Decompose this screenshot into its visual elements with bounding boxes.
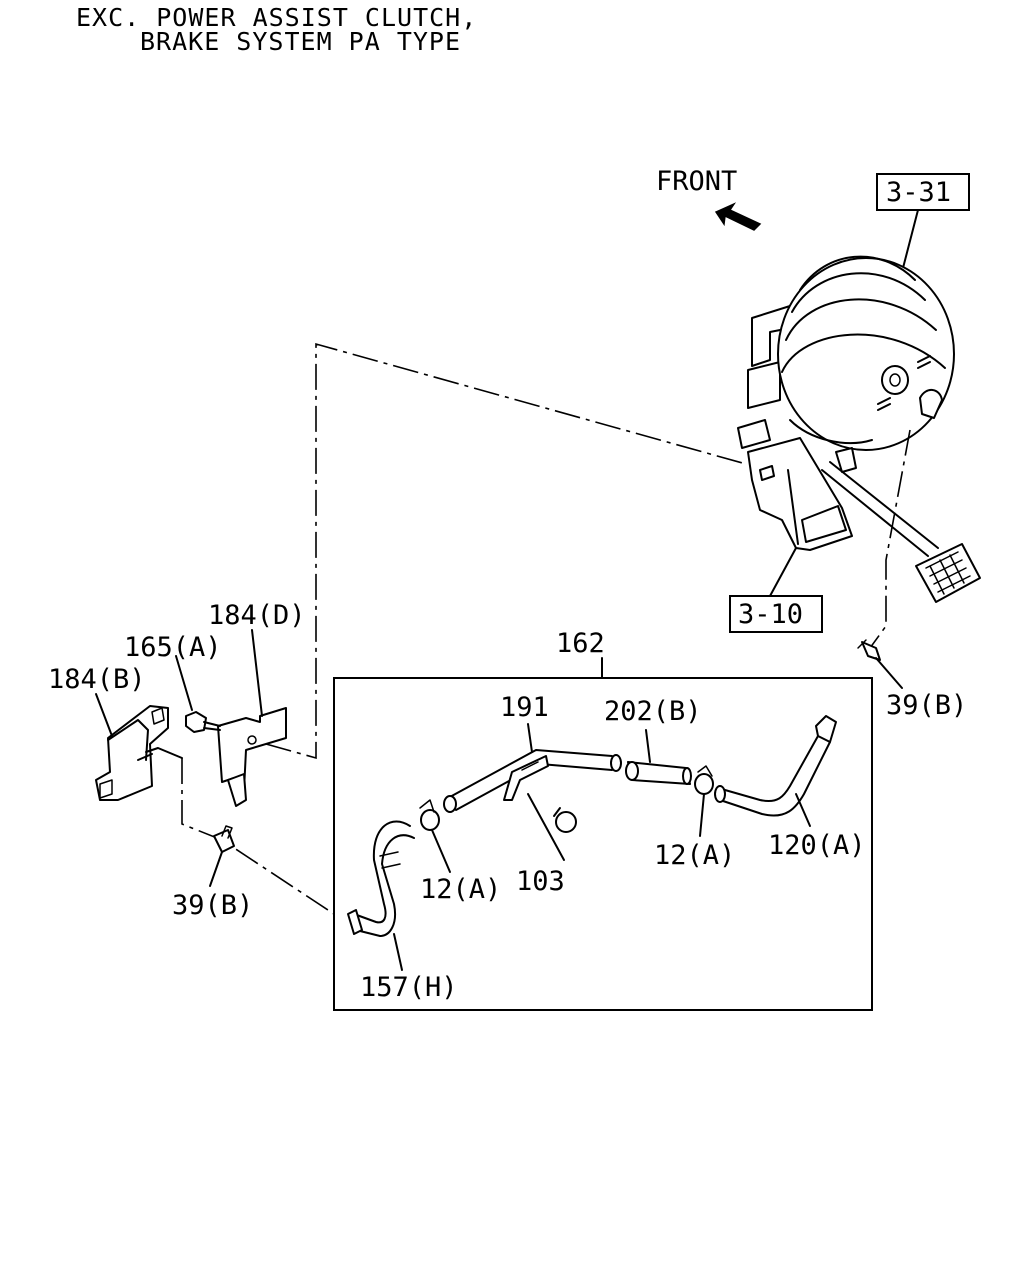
ref-box-3-31[interactable]: 3-31 bbox=[876, 173, 970, 211]
label-120a: 120(A) bbox=[768, 830, 866, 861]
routing-line-bracket-to-booster bbox=[265, 342, 747, 760]
header-line-1: EXC. POWER ASSIST CLUTCH, bbox=[76, 3, 477, 32]
leader-39b-right bbox=[875, 657, 903, 689]
part-157h-hose bbox=[347, 820, 415, 937]
part-184b-bracket bbox=[95, 705, 183, 801]
part-103-clip bbox=[553, 807, 577, 833]
leader-39b-left bbox=[209, 851, 223, 887]
leader-184b bbox=[95, 693, 113, 737]
ref-label-3-31: 3-31 bbox=[886, 177, 951, 208]
routing-line-184b-to-clamp bbox=[181, 758, 335, 915]
label-165a: 165(A) bbox=[124, 632, 222, 663]
label-157h: 157(H) bbox=[360, 972, 458, 1003]
leader-184d bbox=[251, 629, 263, 717]
leader-103 bbox=[527, 793, 565, 861]
routing-line-booster-to-clamp bbox=[869, 429, 911, 649]
leader-3-10 bbox=[769, 547, 797, 597]
arrow-front-icon bbox=[714, 202, 762, 231]
leader-120a bbox=[795, 793, 811, 827]
leader-191 bbox=[527, 723, 533, 753]
part-120a-hose bbox=[714, 715, 837, 817]
leader-12a-right bbox=[699, 793, 705, 837]
part-39b-right-clamp bbox=[857, 639, 881, 661]
label-162: 162 bbox=[556, 628, 605, 659]
part-191-pipe bbox=[443, 749, 622, 813]
label-103: 103 bbox=[516, 866, 565, 897]
label-39b-right: 39(B) bbox=[886, 690, 967, 721]
leader-12a-left bbox=[431, 829, 451, 873]
part-184d-bracket bbox=[217, 707, 287, 807]
label-12a-left: 12(A) bbox=[420, 874, 501, 905]
label-202b: 202(B) bbox=[604, 696, 702, 727]
part-165a-bolt bbox=[185, 711, 221, 733]
brake-booster bbox=[737, 255, 955, 451]
brake-pedal-assembly bbox=[747, 437, 981, 603]
label-184b: 184(B) bbox=[48, 664, 146, 695]
leader-202b bbox=[645, 729, 651, 763]
part-12a-left-clamp bbox=[419, 799, 440, 831]
header-line-2: BRAKE SYSTEM PA TYPE bbox=[140, 27, 461, 56]
label-191: 191 bbox=[500, 692, 549, 723]
part-39b-left-clamp bbox=[213, 825, 235, 853]
label-184d: 184(D) bbox=[208, 600, 306, 631]
leader-3-31 bbox=[902, 209, 919, 269]
leader-165a bbox=[175, 655, 193, 711]
ref-label-3-10: 3-10 bbox=[738, 599, 803, 630]
label-39b-left: 39(B) bbox=[172, 890, 253, 921]
front-label: FRONT bbox=[656, 166, 737, 197]
ref-box-3-10[interactable]: 3-10 bbox=[729, 595, 823, 633]
part-202b-hose bbox=[625, 761, 692, 785]
part-12a-right-clamp bbox=[694, 765, 714, 795]
label-12a-right: 12(A) bbox=[654, 840, 735, 871]
leader-157h bbox=[393, 933, 403, 971]
